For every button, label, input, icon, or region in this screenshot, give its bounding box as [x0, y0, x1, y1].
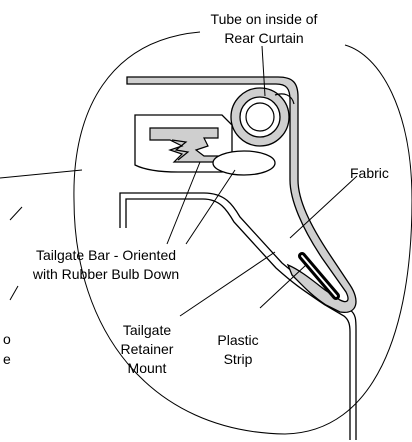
label-fabric: Fabric — [350, 165, 389, 181]
label-plastic-strip: Plastic Strip — [217, 332, 259, 367]
curtain-tube — [230, 87, 295, 147]
sheet-metal — [119, 192, 357, 440]
rubber-bulb — [212, 150, 276, 176]
label-retainer-mount: Tailgate Retainer Mount — [120, 322, 174, 376]
label-tailgate-bar: Tailgate Bar - Oriented with Rubber Bulb… — [32, 247, 180, 282]
label-edge-fragment-1: o — [3, 331, 11, 347]
leader-lines — [0, 45, 358, 317]
label-edge-fragment-2: e — [3, 351, 11, 367]
plastic-strip — [298, 252, 340, 300]
label-tube: Tube on inside of Rear Curtain — [210, 11, 318, 46]
detail-circle — [73, 31, 412, 435]
fabric-shell — [126, 76, 357, 313]
